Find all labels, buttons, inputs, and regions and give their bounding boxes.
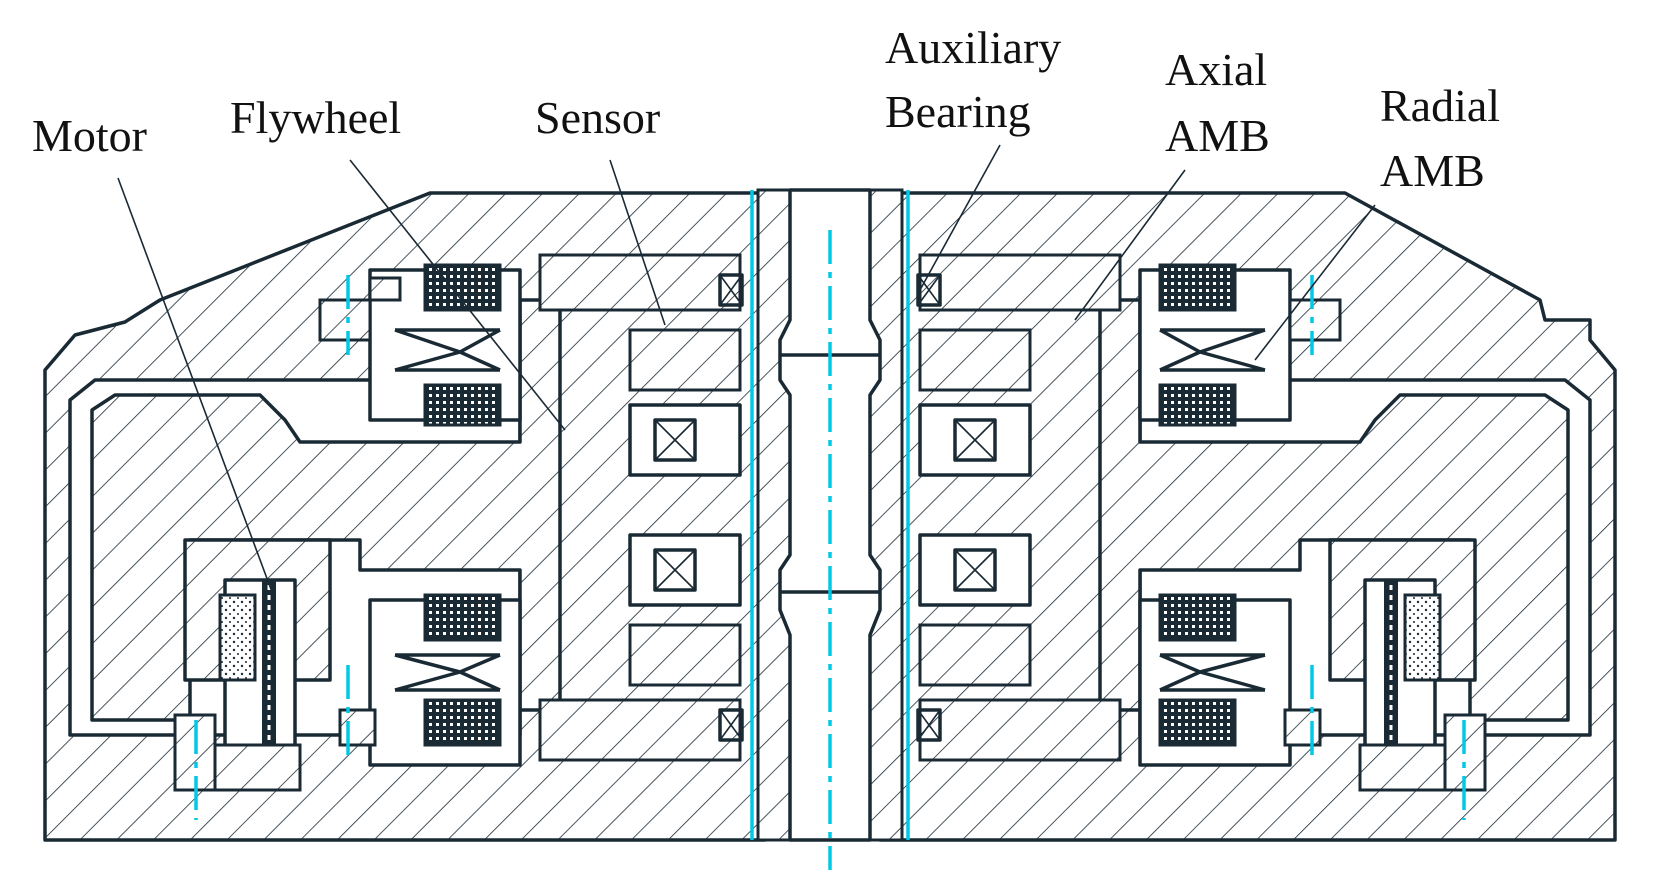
label-auxiliary-bearing-line1: Auxiliary [885,22,1062,73]
label-axial-amb-line2: AMB [1165,110,1270,161]
central-shaft [750,188,910,842]
leader-motor [117,177,276,601]
leader-radial-amb [1254,204,1376,361]
axial-amb-and-sensor-left [538,253,744,762]
label-motor: Motor [32,110,147,161]
leader-lines [117,144,1376,601]
centerlines [194,230,1466,870]
label-axial-amb-line1: Axial [1165,44,1268,95]
label-radial-amb-line2: AMB [1380,145,1485,196]
motor-right [1328,538,1487,792]
label-auxiliary-bearing-line2: Bearing [885,86,1031,137]
leader-flywheel [349,159,566,431]
radial-amb-upper-right [1138,263,1342,427]
motor-left [173,538,332,792]
label-sensor: Sensor [535,92,661,143]
leader-axial-amb [1074,169,1186,321]
label-flywheel: Flywheel [230,92,402,143]
radial-amb-upper-left [318,263,522,427]
label-radial-amb-line1: Radial [1380,80,1501,131]
axial-amb-and-sensor-right [916,253,1122,762]
leader-auxiliary-bearing [919,144,1001,291]
leader-sensor [609,159,666,326]
